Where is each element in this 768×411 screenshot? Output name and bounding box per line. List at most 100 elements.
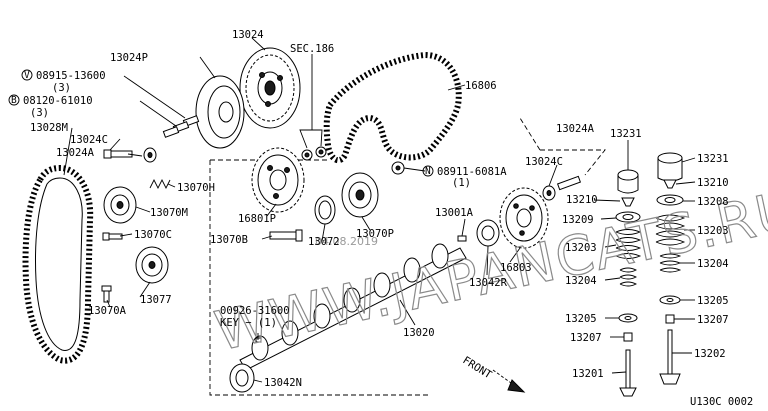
sprocket-16803: [499, 187, 549, 249]
spring-13203-right: [655, 214, 686, 246]
label-13020: 13020: [403, 327, 435, 339]
seal-13042N: [229, 363, 255, 393]
seal-13072: [314, 195, 336, 225]
spring-13070H: [149, 178, 171, 190]
tensioner-13070M: [103, 186, 137, 224]
label-13210-right: 13210: [697, 177, 729, 189]
collet-13210-left: [621, 197, 635, 207]
washer-13024A-right: [542, 185, 556, 201]
spring-13204-left: [619, 267, 638, 287]
label-key-note: KEY − (1): [220, 317, 277, 329]
cam-sprocket-13024: [239, 47, 301, 129]
camshaft-13020: [239, 243, 467, 371]
retainer-13208: [656, 194, 684, 206]
label-13070A: 13070A: [88, 305, 127, 317]
lifter-13231-right: [657, 152, 683, 182]
label-13203-right: 13203: [697, 225, 729, 237]
label-08915-13600: 08915-13600: [36, 70, 106, 82]
label-13207-right: 13207: [697, 314, 729, 326]
valve-13202: [659, 329, 681, 385]
label-16801P: 16801P: [238, 213, 276, 225]
leader-lines: [63, 37, 696, 383]
label-13204-left: 13204: [565, 275, 597, 287]
label-13070P: 13070P: [356, 228, 394, 240]
label-13028M: 13028M: [30, 122, 68, 134]
label-13024A-left: 13024A: [56, 147, 95, 159]
label-13070M: 13070M: [150, 207, 188, 219]
bolt-13024C-left: [103, 149, 133, 159]
lifter-13231-left: [617, 169, 639, 194]
label-08915-qty: (3): [52, 82, 71, 94]
prefix-n: N: [425, 166, 431, 177]
label-13209: 13209: [562, 214, 594, 226]
sec186-bolts: [301, 146, 327, 161]
seal-13042R: [476, 219, 500, 247]
circle-prefix-v: [21, 69, 33, 81]
diagram-code: U130C 0002: [690, 396, 753, 408]
label-13042N: 13042N: [264, 377, 302, 389]
spring-13203-left: [615, 229, 642, 259]
watermark: WWW.JAPANCATS.RU 04.08.2019: [209, 178, 768, 364]
pulley-13070P: [341, 172, 379, 218]
bolts-08915: [162, 115, 200, 138]
pulley-13024P: [195, 75, 245, 149]
label-08120-qty: (3): [30, 107, 49, 119]
nut-08911-6081A: [391, 161, 405, 175]
label-13204-right: 13204: [697, 258, 729, 270]
seat-13205-left: [618, 313, 638, 323]
pin-13070B: [269, 229, 303, 242]
seat-13205-right: [659, 295, 681, 305]
label-08911-qty: (1): [452, 177, 471, 189]
label-sec186: SEC.186: [290, 43, 334, 55]
label-00926-31600: 00926-31600: [220, 305, 290, 317]
bolt-13070C: [102, 232, 123, 241]
label-08120-61010: 08120-61010: [23, 95, 93, 107]
seal-13207-right: [665, 314, 675, 324]
label-13201: 13201: [572, 368, 604, 380]
label-13207-left: 13207: [570, 332, 602, 344]
timing-belt-13028M: [22, 164, 94, 364]
key-13001A: [457, 235, 467, 242]
label-13024P: 13024P: [110, 52, 148, 64]
woodruff-key: [255, 337, 262, 343]
circle-prefix-n: [422, 165, 434, 177]
label-13231-left: 13231: [610, 128, 642, 140]
label-13001A: 13001A: [435, 207, 474, 219]
label-13072: 13072: [308, 236, 340, 248]
watermark-date: 04.08.2019: [315, 235, 378, 248]
label-13205-left: 13205: [565, 313, 597, 325]
bolt-13024C-right: [556, 175, 582, 191]
label-16806: 16806: [465, 80, 497, 92]
bolt-13070A: [101, 285, 112, 303]
label-13024C-left: 13024C: [70, 134, 108, 146]
label-13070C: 13070C: [134, 229, 172, 241]
collet-13210-right: [663, 179, 677, 189]
label-13202: 13202: [694, 348, 726, 360]
label-13205-right: 13205: [697, 295, 729, 307]
label-13042R: 13042R: [469, 277, 508, 289]
label-front: FRONT: [460, 354, 494, 381]
label-13070H: 13070H: [177, 182, 215, 194]
prefix-b: B: [11, 95, 17, 106]
prefix-v: V: [24, 70, 30, 81]
timing-belt-16806: [323, 51, 462, 164]
sprocket-16801P: [251, 147, 305, 213]
label-13208: 13208: [697, 196, 729, 208]
retainer-13209: [615, 211, 641, 223]
label-13024A-right: 13024A: [556, 123, 595, 135]
valve-13201: [619, 349, 637, 397]
watermark-text: WWW.JAPANCATS.RU: [210, 178, 768, 363]
front-arrow: [492, 369, 526, 393]
idler-13077: [135, 246, 169, 284]
seal-13207-left: [623, 332, 633, 342]
label-16803: 16803: [500, 262, 532, 274]
label-13024: 13024: [232, 29, 264, 41]
label-13231-right: 13231: [697, 153, 729, 165]
label-13070B: 13070B: [210, 234, 248, 246]
label-13077: 13077: [140, 294, 172, 306]
circle-prefix-b: [8, 94, 20, 106]
label-13210-left: 13210: [566, 194, 598, 206]
label-13203-left: 13203: [565, 242, 597, 254]
label-13024C-right: 13024C: [525, 156, 563, 168]
